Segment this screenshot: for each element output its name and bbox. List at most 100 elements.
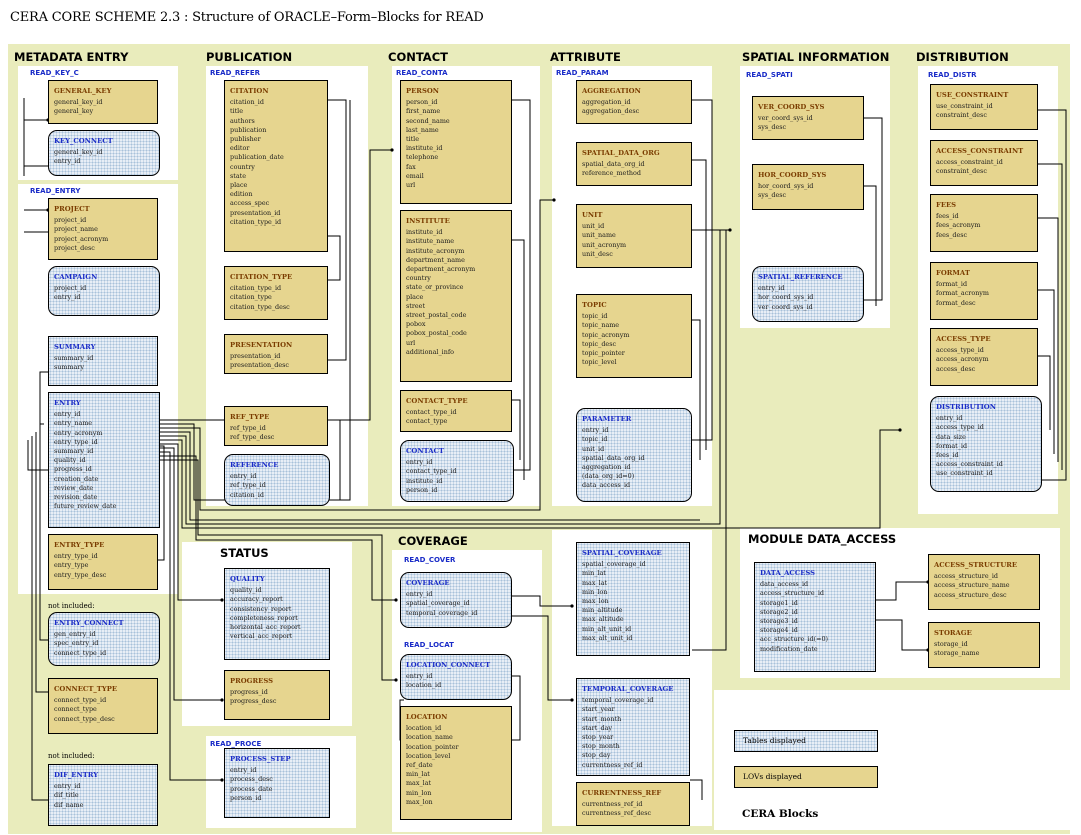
temporal-coverage-field: start_month (582, 714, 622, 723)
spatial-data-org-field: spatial_data_org_id (582, 160, 645, 169)
legend-tables-displayed: Tables displayed (734, 730, 878, 752)
block-label-read-proce: READ_PROCE (210, 740, 262, 748)
institute-field: institute_acronym (406, 246, 465, 255)
data-access-field: access_structure_id (760, 589, 824, 598)
access-type-field: access_acronym (936, 355, 989, 364)
quality-field: consistency_report (230, 604, 292, 613)
project-field: project_desc (54, 243, 95, 252)
citation-type-field: citation_type_desc (230, 302, 290, 311)
entry-connect-field: gen_entry_id (54, 630, 96, 639)
spatial-coverage-title: SPATIAL_COVERAGE (582, 549, 662, 557)
spatial-coverage-field: max_lat (582, 578, 608, 587)
institute-field: url (406, 338, 416, 347)
table-parameter: PARAMETER entry_id topic_id unit_id spat… (576, 408, 692, 502)
topic-title: TOPIC (582, 301, 607, 309)
presentation-title: PRESENTATION (230, 341, 293, 349)
general-key-field: general_key (54, 107, 94, 116)
lov-general-key: GENERAL_KEY general_key_id general_key (48, 80, 158, 124)
table-entry-connect: ENTRY_CONNECT gen_entry_id spec_entry_id… (48, 612, 160, 666)
person-title: PERSON (406, 87, 439, 95)
table-spatial-coverage: SPATIAL_COVERAGE spatial_coverage_id min… (576, 542, 690, 656)
person-field: telephone (406, 153, 439, 162)
ver-coord-sys-field: sys_desc (758, 123, 787, 132)
block-label-read-distr: READ_DISTR (928, 71, 977, 79)
entry-field: progress_id (54, 465, 92, 474)
use-constraint-field: constraint_desc (936, 111, 987, 120)
coverage-title: COVERAGE (406, 579, 450, 587)
location-field: location_id (406, 724, 442, 733)
access-structure-title: ACCESS_STRUCTURE (934, 561, 1018, 569)
person-field: last_name (406, 125, 439, 134)
citation-field: title (230, 107, 244, 116)
temporal-coverage-field: start_day (582, 723, 612, 732)
presentation-field: presentation_desc (230, 361, 289, 370)
distribution-field: fees_id (936, 451, 959, 460)
access-type-field: access_type_id (936, 346, 984, 355)
section-title-status: STATUS (220, 546, 269, 560)
ver-coord-sys-field: ver_coord_sys_id (758, 114, 813, 123)
entry-field: creation_date (54, 474, 99, 483)
section-title-module: MODULE DATA_ACCESS (748, 532, 897, 546)
aggregation-title: AGGREGATION (582, 87, 641, 95)
table-process-step: PROCESS_STEP entry_id process_desc proce… (224, 748, 330, 818)
institute-field: department_name (406, 255, 465, 264)
fees-title: FEES (936, 201, 957, 209)
region-legend (714, 690, 1070, 830)
lov-use-constraint: USE_CONSTRAINT use_constraint_id constra… (930, 84, 1038, 130)
institute-field: state_or_province (406, 283, 464, 292)
format-title: FORMAT (936, 269, 970, 277)
contact-type-title: CONTACT_TYPE (406, 397, 468, 405)
entry-field: quality_id (54, 456, 86, 465)
citation-field: editor (230, 144, 250, 153)
connect-type-title: CONNECT_TYPE (54, 685, 118, 693)
lov-entry-type: ENTRY_TYPE entry_type_id entry_type entr… (48, 534, 158, 590)
citation-field: access_spec (230, 199, 270, 208)
process-step-field: process_desc (230, 775, 273, 784)
project-field: project_acronym (54, 234, 109, 243)
format-field: format_acronym (936, 289, 989, 298)
citation-field: publication (230, 125, 267, 134)
access-structure-field: access_structure_desc (934, 590, 1007, 599)
institute-field: institute_name (406, 237, 455, 246)
entry-field: revision_date (54, 493, 98, 502)
citation-field: place (230, 181, 248, 190)
spatial-data-org-title: SPATIAL_DATA_ORG (582, 149, 660, 157)
institute-field: pobox_postal_code (406, 329, 467, 338)
citation-field: authors (230, 116, 255, 125)
topic-field: topic_desc (582, 339, 617, 348)
table-distribution: DISTRIBUTION entry_id access_type_id dat… (930, 396, 1042, 492)
lov-citation-type: CITATION_TYPE citation_type_id citation_… (224, 266, 328, 320)
lov-format: FORMAT format_id format_acronym format_d… (930, 262, 1038, 320)
note-not-included-1: not included: (48, 602, 95, 610)
parameter-field: data_access_id (582, 481, 631, 490)
topic-field: topic_acronym (582, 330, 630, 339)
location-field: location_name (406, 733, 453, 742)
parameter-title: PARAMETER (582, 415, 632, 423)
temporal-coverage-field: currentness_ref_id (582, 760, 643, 769)
dif-entry-field: dif_name (54, 800, 84, 809)
progress-field: progress_id (230, 688, 268, 697)
process-step-field: person_id (230, 793, 262, 802)
reference-field: ref_type_id (230, 481, 266, 490)
contact-type-field: contact_type (406, 417, 448, 426)
spatial-coverage-field: max_alt_unit_id (582, 633, 633, 642)
summary-field: summary (54, 363, 84, 372)
lov-location: LOCATION location_id location_name locat… (400, 706, 512, 820)
person-field: fax (406, 162, 416, 171)
parameter-field: unit_id (582, 444, 605, 453)
summary-field: summary_id (54, 354, 94, 363)
lov-progress: PROGRESS progress_id progress_desc (224, 670, 330, 720)
entry-type-field: entry_type (54, 561, 89, 570)
table-summary: SUMMARY summary_id summary (48, 336, 158, 386)
hor-coord-sys-title: HOR_COORD_SYS (758, 171, 827, 179)
person-field: person_id (406, 98, 438, 107)
data-access-field: storage1_id (760, 598, 798, 607)
location-field: max_lon (406, 797, 433, 806)
entry-type-title: ENTRY_TYPE (54, 541, 105, 549)
person-field: first_name (406, 107, 441, 116)
contact-field: entry_id (406, 458, 433, 467)
institute-field: country (406, 274, 431, 283)
ref-type-field: ref_type_id (230, 424, 266, 433)
table-temporal-coverage: TEMPORAL_COVERAGE temporal_coverage_id s… (576, 678, 690, 776)
section-title-publication: PUBLICATION (206, 50, 293, 64)
